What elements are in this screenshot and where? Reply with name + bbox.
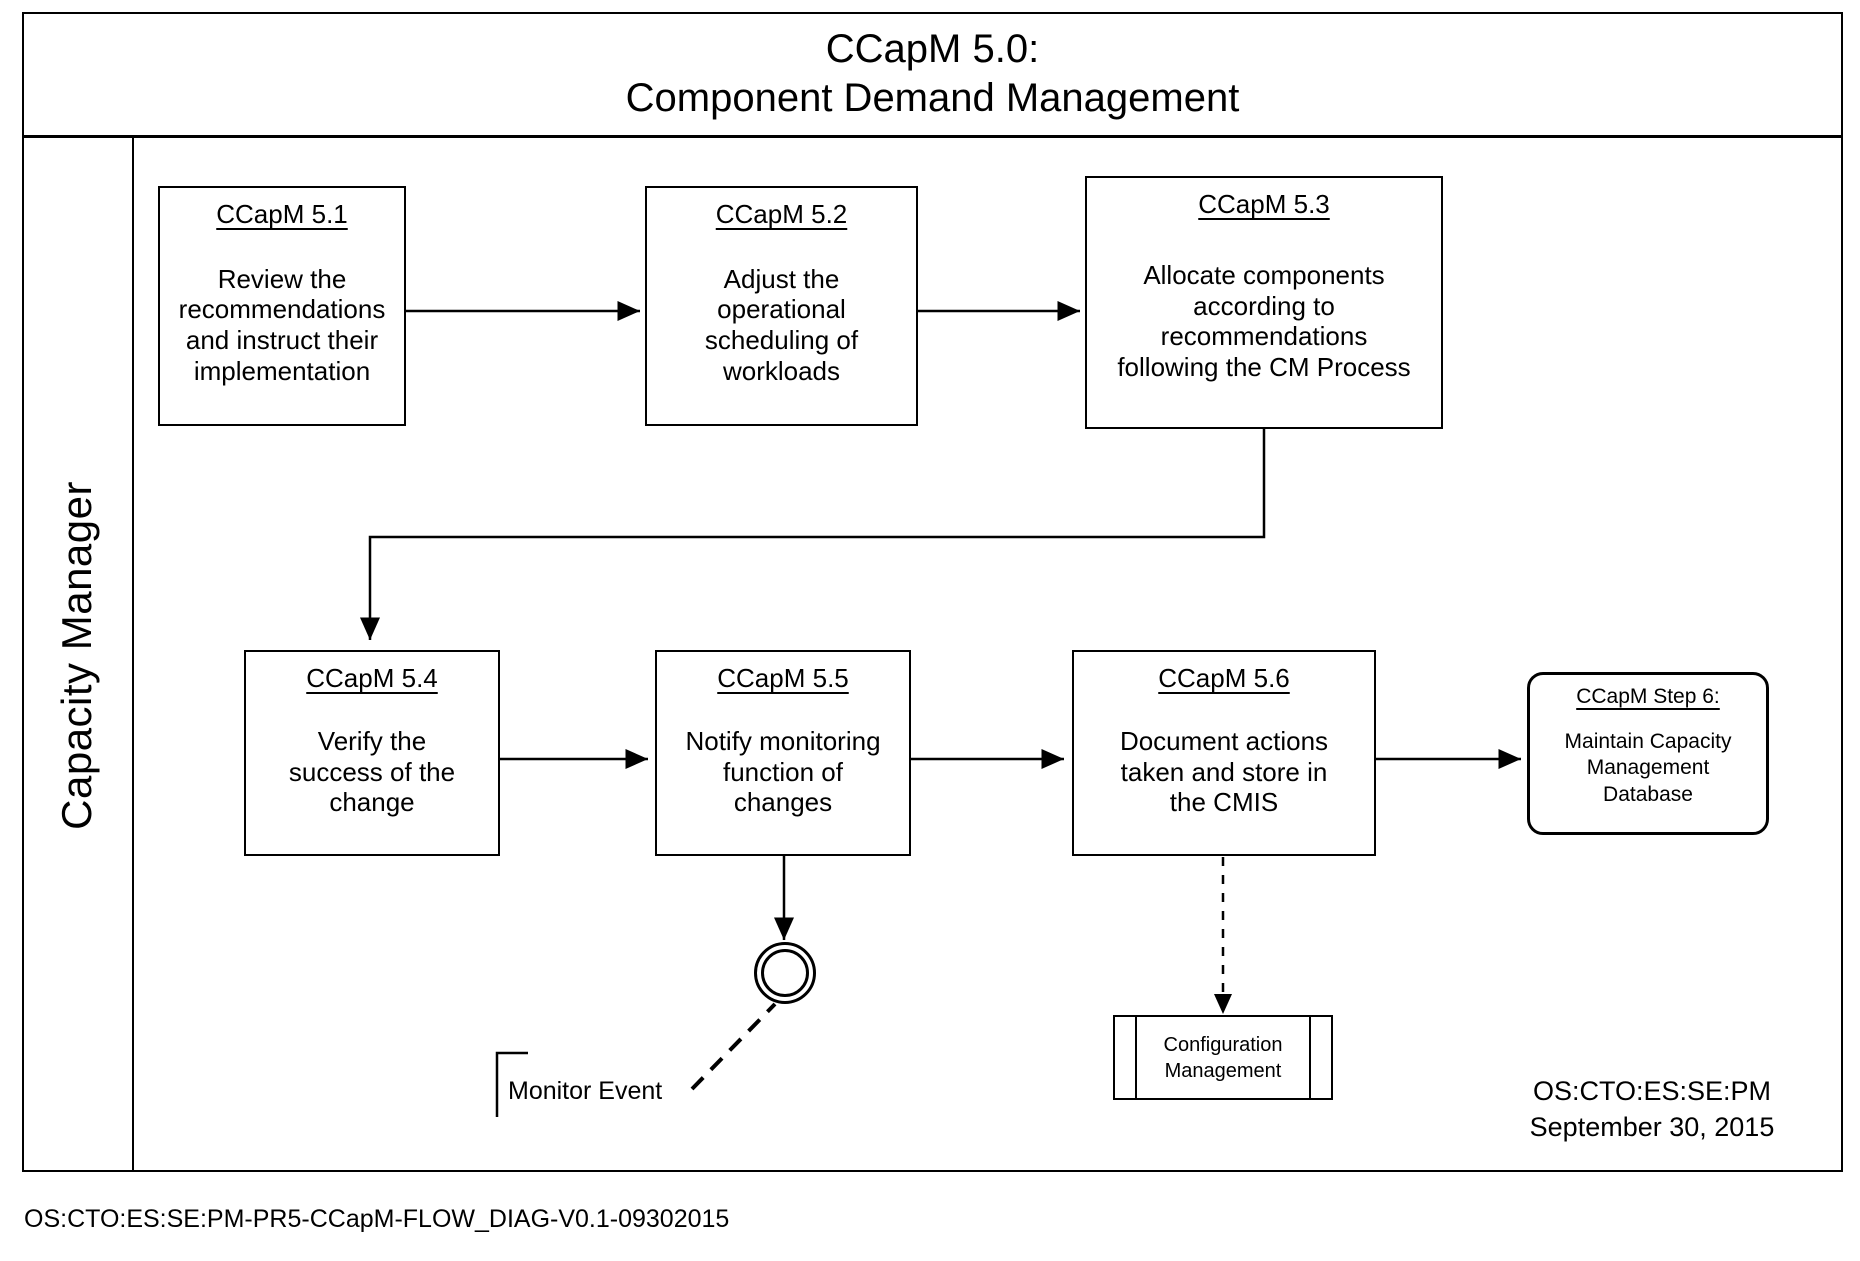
task-id-label: CCapM 5.2 bbox=[715, 199, 848, 229]
end-event-inner-ring bbox=[761, 949, 809, 997]
task-id-label: CCapM 5.5 bbox=[717, 663, 849, 693]
task-ccapm-5-6[interactable]: CCapM 5.6 Document actions taken and sto… bbox=[1072, 650, 1376, 856]
process-pool bbox=[22, 12, 1843, 1172]
task-id-label: CCapM 5.4 bbox=[306, 663, 438, 693]
datastore-configuration-management[interactable]: Configuration Management bbox=[1113, 1015, 1333, 1100]
task-description: Maintain Capacity Management Database bbox=[1564, 730, 1732, 806]
annotation-monitor-event: Monitor Event bbox=[508, 1077, 663, 1105]
task-description: Document actions taken and store in the … bbox=[1119, 725, 1329, 818]
task-id-label: CCapM 5.6 bbox=[1158, 663, 1290, 693]
task-ccapm-5-4[interactable]: CCapM 5.4 Verify the success of the chan… bbox=[244, 650, 500, 856]
diagram-title-line-2: Component Demand Management bbox=[625, 75, 1240, 120]
task-description: Review the recommendations and instruct … bbox=[178, 263, 386, 386]
task-description: Notify monitoring function of changes bbox=[685, 725, 881, 818]
lane-label-cell: Capacity Manager bbox=[22, 138, 134, 1172]
task-id-label: CCapM 5.3 bbox=[1198, 189, 1330, 219]
datastore-right-bar bbox=[1309, 1017, 1311, 1098]
task-description: Adjust the operational scheduling of wor… bbox=[704, 263, 859, 386]
document-identifier: OS:CTO:ES:SE:PM-PR5-CCapM-FLOW_DIAG-V0.1… bbox=[24, 1205, 730, 1233]
task-description: Allocate components according to recomme… bbox=[1117, 260, 1411, 383]
task-ccapm-5-1[interactable]: CCapM 5.1 Review the recommendations and… bbox=[158, 186, 406, 426]
owner-date-stamp: OS:CTO:ES:SE:PM September 30, 2015 bbox=[1529, 1076, 1775, 1143]
task-description: Verify the success of the change bbox=[288, 725, 456, 818]
datastore-label: Configuration Management bbox=[1163, 1033, 1283, 1082]
datastore-left-bar bbox=[1135, 1017, 1137, 1098]
task-id-label: CCapM 5.1 bbox=[216, 199, 348, 229]
task-ccapm-step-6[interactable]: CCapM Step 6: Maintain Capacity Manageme… bbox=[1527, 672, 1769, 835]
lane-label-capacity-manager: Capacity Manager bbox=[53, 480, 100, 830]
pool-header: CCapM 5.0: Component Demand Management bbox=[22, 12, 1843, 138]
diagram-title-line-1: CCapM 5.0: bbox=[825, 26, 1040, 71]
end-event-circle-icon bbox=[754, 942, 816, 1004]
task-ccapm-5-2[interactable]: CCapM 5.2 Adjust the operational schedul… bbox=[645, 186, 918, 426]
task-id-label: CCapM Step 6: bbox=[1576, 685, 1720, 708]
task-ccapm-5-5[interactable]: CCapM 5.5 Notify monitoring function of … bbox=[655, 650, 911, 856]
task-ccapm-5-3[interactable]: CCapM 5.3 Allocate components according … bbox=[1085, 176, 1443, 429]
